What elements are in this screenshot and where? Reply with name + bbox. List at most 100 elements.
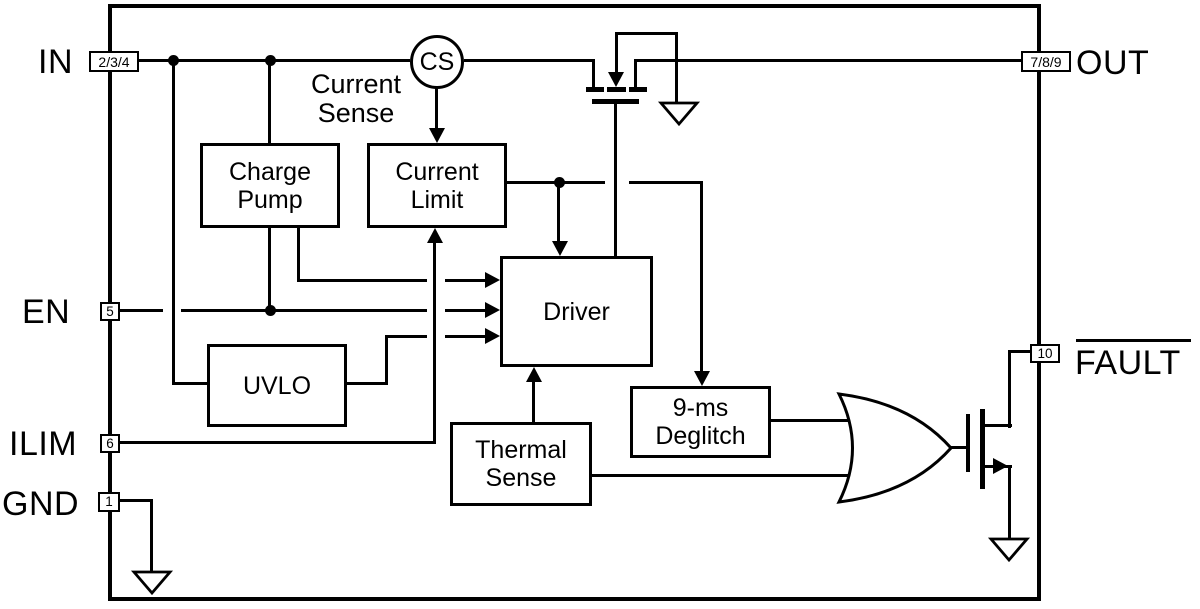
wire	[445, 279, 488, 282]
uvlo-block: UVLO	[207, 344, 347, 427]
wire	[629, 181, 703, 184]
wire	[433, 242, 436, 444]
pin-terminal-en: 5	[100, 302, 120, 321]
arrowhead-icon	[526, 367, 542, 382]
wire	[614, 101, 617, 257]
arrowhead-icon	[552, 241, 568, 256]
current-limit-label: Current	[395, 157, 479, 186]
cs-label: CS	[419, 47, 455, 76]
arrowhead-icon	[485, 302, 500, 318]
wire	[268, 228, 271, 313]
wire	[1008, 350, 1011, 428]
charge-pump-label: Pump	[237, 185, 303, 214]
wire	[634, 59, 1021, 62]
or-gate-icon	[836, 392, 954, 504]
pin-number: 5	[106, 303, 114, 319]
wire	[615, 32, 618, 74]
pin-terminal-in: 2/3/4	[89, 51, 139, 72]
arrowhead-icon	[694, 371, 710, 386]
wire	[297, 279, 427, 282]
junction-dot	[265, 305, 276, 316]
wire	[150, 499, 153, 574]
wire	[984, 424, 1012, 427]
uvlo-label: UVLO	[242, 371, 312, 400]
wire	[268, 59, 271, 146]
wire	[347, 382, 388, 385]
pin-terminal-out: 7/8/9	[1021, 51, 1071, 72]
ground-icon	[657, 101, 701, 127]
pin-name-en: EN	[22, 293, 71, 331]
wire	[1011, 350, 1032, 353]
thermal-sense-block: Thermal Sense	[450, 422, 592, 506]
wire	[297, 228, 300, 282]
deglitch-block: 9-ms Deglitch	[630, 386, 771, 458]
arrowhead-icon	[608, 72, 624, 87]
wire	[634, 59, 637, 89]
current-limit-block: Current Limit	[367, 143, 507, 228]
mosfet-terminal-bar	[592, 99, 639, 104]
pin-number: 7/8/9	[1030, 53, 1062, 70]
arrowhead-icon	[427, 228, 443, 243]
mosfet-terminal-bar	[966, 414, 970, 472]
junction-dot	[554, 177, 565, 188]
charge-pump-block: Charge Pump	[200, 143, 340, 228]
pin-number: 2/3/4	[98, 53, 130, 70]
pin-terminal-gnd: 1	[98, 492, 120, 512]
current-sense-annotation-line: Current	[310, 69, 402, 99]
thermal-sense-label: Thermal	[475, 436, 567, 464]
pin-name-out: OUT	[1076, 44, 1150, 82]
arrowhead-icon	[993, 458, 1008, 474]
wire	[615, 32, 678, 35]
driver-block: Driver	[500, 256, 653, 367]
wire	[700, 181, 703, 372]
junction-dot	[265, 55, 276, 66]
wire	[532, 379, 535, 423]
ground-icon	[987, 537, 1031, 563]
pin-name-in: IN	[38, 43, 73, 81]
arrowhead-icon	[485, 328, 500, 344]
current-sense-bubble: CS	[410, 35, 464, 89]
pin-number: 6	[106, 435, 114, 451]
wire	[385, 335, 427, 338]
wire	[592, 474, 853, 477]
wire	[172, 59, 175, 385]
thermal-sense-label: Sense	[485, 464, 557, 492]
wire	[1008, 465, 1011, 541]
wire	[120, 441, 436, 444]
wire	[119, 309, 163, 312]
pin-terminal-fault: 10	[1030, 344, 1060, 363]
wire	[592, 59, 595, 88]
driver-label: Driver	[543, 297, 610, 326]
current-sense-annotation-line: Sense	[317, 98, 395, 128]
arrowhead-icon	[485, 272, 500, 288]
pin-number: 1	[105, 494, 113, 510]
wire	[445, 309, 488, 312]
wire	[435, 88, 438, 131]
deglitch-label: Deglitch	[655, 422, 746, 450]
pin-number: 10	[1037, 345, 1053, 361]
arrowhead-icon	[429, 128, 445, 143]
pin-name-gnd: GND	[2, 485, 80, 523]
current-limit-label: Limit	[410, 185, 464, 214]
wire	[120, 499, 153, 502]
charge-pump-label: Charge	[229, 157, 311, 186]
mosfet-terminal-bar	[607, 87, 626, 92]
pin-name-fault: FAULT	[1075, 344, 1181, 382]
wire	[950, 446, 968, 449]
junction-dot	[168, 55, 179, 66]
wire	[172, 382, 209, 385]
wire	[557, 181, 560, 243]
pin-terminal-ilim: 6	[100, 434, 120, 453]
wire	[385, 335, 388, 385]
wire	[771, 419, 853, 422]
wire	[675, 32, 678, 105]
mosfet-terminal-bar	[586, 87, 604, 92]
wire	[181, 309, 427, 312]
mosfet-terminal-bar	[980, 409, 985, 489]
deglitch-label: 9-ms	[672, 394, 729, 422]
ground-icon	[130, 570, 174, 596]
fault-overline	[1076, 339, 1191, 342]
mosfet-terminal-bar	[629, 87, 647, 92]
wire	[445, 335, 488, 338]
